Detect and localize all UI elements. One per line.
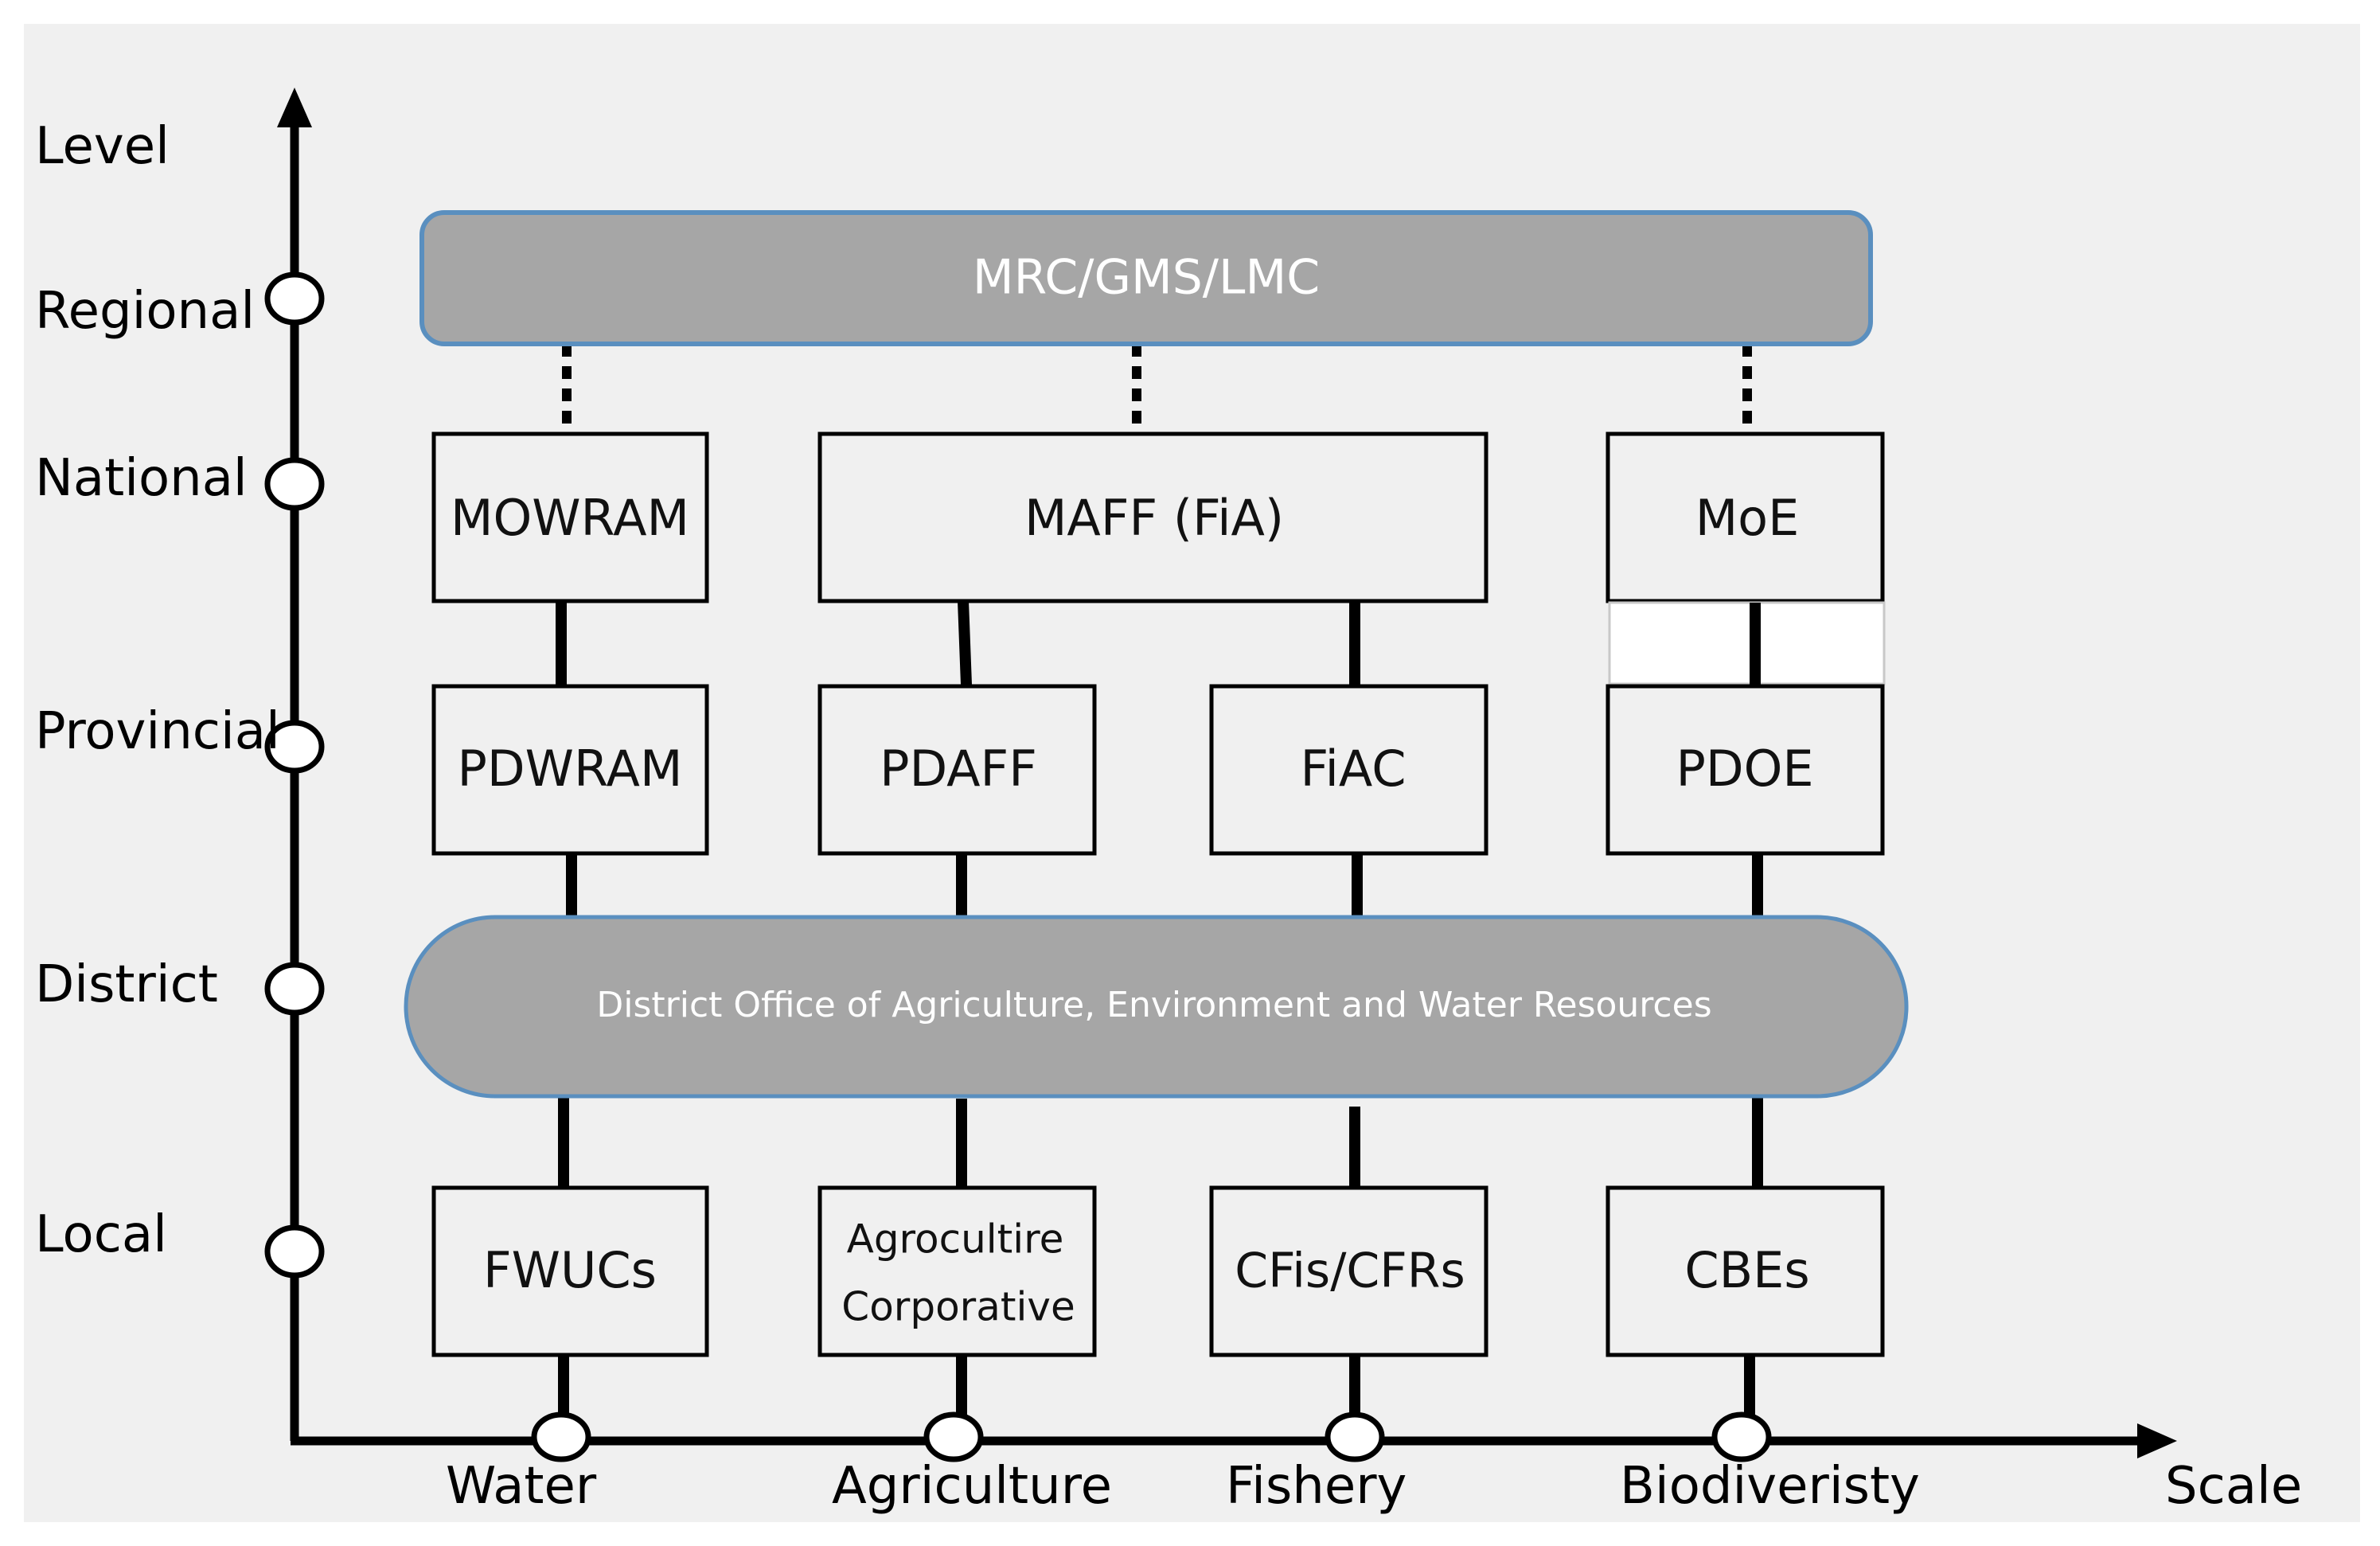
y-axis-title: Level [35, 117, 170, 176]
box-cfis-label: CFis/CFRs [1235, 1243, 1465, 1299]
box-pdoe [1606, 684, 1885, 856]
box-cbes-label: CBEs [1684, 1241, 1809, 1299]
box-pdaff [817, 684, 1097, 856]
regional-bar-shape [419, 210, 1873, 346]
sector-label-agriculture: Agriculture [832, 1457, 1112, 1516]
sector-marker-agriculture [923, 1411, 984, 1462]
y-axis-arrow [277, 88, 312, 127]
box-moe [1606, 431, 1885, 603]
box-agri-coop-line2: Corporative [841, 1284, 1075, 1330]
box-pdoe-label: PDOE [1676, 740, 1813, 798]
sector-marker-biodiversity [1711, 1411, 1772, 1462]
level-marker-national [264, 457, 325, 511]
box-pdaff-label: PDAFF [880, 740, 1037, 798]
sector-label-fishery: Fishery [1226, 1457, 1407, 1516]
sector-label-water: Water [446, 1457, 597, 1516]
box-maff-label: MAFF (FiA) [1024, 489, 1284, 547]
level-label-district: District [35, 955, 218, 1014]
axis-labels: Level Regional National Provincial Distr… [35, 117, 2302, 1516]
local-level: FWUCs Agrocultire Corporative CFis/CFRs … [431, 1185, 1885, 1357]
sector-marker-fishery [1325, 1411, 1385, 1462]
box-mowram-label: MOWRAM [451, 489, 689, 547]
box-fiac [1209, 684, 1488, 856]
box-maff [817, 431, 1488, 603]
regional-bar: MRC/GMS/LMC [419, 210, 1873, 346]
level-marker-provincial [264, 720, 325, 774]
axes [264, 88, 2177, 1462]
box-fiac-label: FiAC [1301, 740, 1407, 798]
provincial-level: PDWRAM PDAFF FiAC PDOE [431, 684, 1885, 856]
link-maff-pdaff [958, 600, 972, 685]
sector-marker-water [531, 1411, 591, 1462]
sector-label-biodiversity: Biodiveristy [1620, 1457, 1920, 1516]
district-office: District Office of Agriculture, Environm… [404, 915, 1909, 1099]
district-office-label: District Office of Agriculture, Environm… [596, 985, 1711, 1025]
level-label-provincial: Provincial [35, 702, 280, 761]
x-axis-title: Scale [2165, 1457, 2302, 1516]
box-agri-coop [817, 1185, 1097, 1357]
box-pdwram [431, 684, 709, 856]
national-level: MOWRAM MAFF (FiA) MoE [431, 431, 1886, 686]
level-label-national: National [35, 449, 248, 508]
level-marker-local [264, 1224, 325, 1279]
box-cfis [1209, 1185, 1488, 1357]
district-office-shape [404, 915, 1909, 1099]
box-fwucs-label: FWUCs [483, 1241, 657, 1299]
box-mowram [431, 431, 709, 603]
box-fwucs [431, 1185, 709, 1357]
regional-bar-label: MRC/GMS/LMC [973, 250, 1320, 306]
x-axis-arrow [2137, 1423, 2177, 1458]
level-marker-district [264, 962, 325, 1016]
level-label-regional: Regional [35, 282, 255, 341]
box-cbes [1606, 1185, 1885, 1357]
box-agri-coop-line1: Agrocultire [847, 1216, 1064, 1263]
level-label-local: Local [35, 1205, 167, 1264]
box-pdwram-label: PDWRAM [458, 740, 683, 798]
box-moe-label: MoE [1695, 489, 1800, 547]
level-marker-regional [264, 271, 325, 326]
spacer-box-moe [1608, 601, 1886, 685]
